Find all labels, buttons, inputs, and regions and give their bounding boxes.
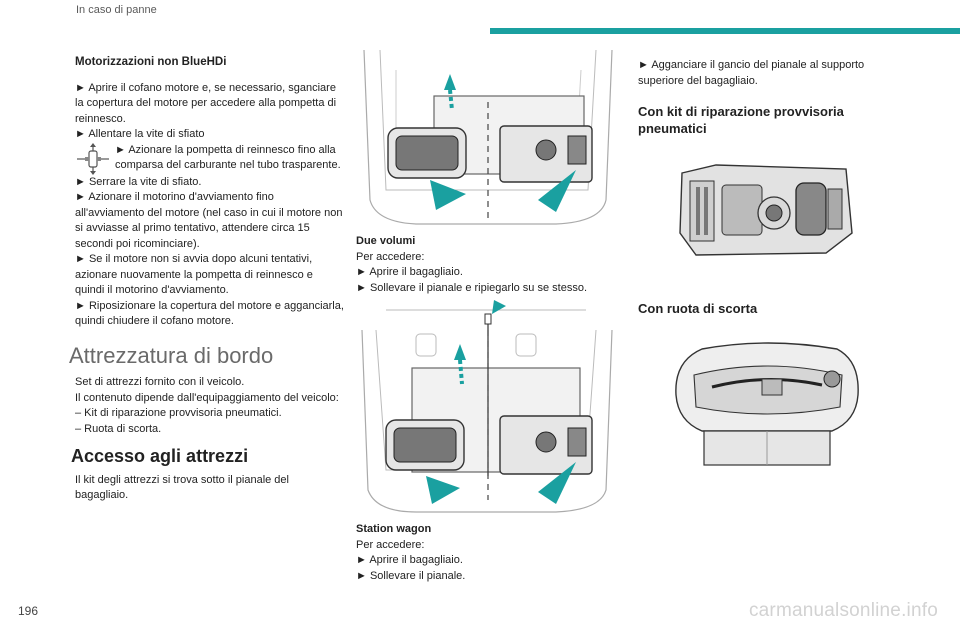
header-accent-bar bbox=[490, 28, 960, 34]
step-loosen-screw: ► Allentare la vite di sfiato bbox=[75, 128, 205, 140]
step-refit-cover: ► Riposizionare la copertura del motore … bbox=[75, 299, 344, 328]
tools-body: Il contenuto dipende dall'equipaggiament… bbox=[75, 391, 339, 404]
heading-spare-wheel: Con ruota di scorta bbox=[638, 301, 758, 316]
hatchback-boot-illustration bbox=[363, 50, 613, 225]
step-tighten-screw: ► Serrare la vite di sfiato. bbox=[75, 175, 202, 188]
heading-non-bluehdi: Motorizzazioni non BlueHDi bbox=[75, 56, 227, 68]
repair-kit-illustration bbox=[679, 164, 853, 256]
column-middle: Due volumi Per accedere: ► Aprire il bag… bbox=[356, 50, 618, 584]
tools-list-item: – Kit di riparazione provvisoria pneumat… bbox=[75, 407, 282, 419]
hatchback-step: ► Sollevare il pianale e ripiegarlo su s… bbox=[356, 281, 588, 294]
tools-intro: Set di attrezzi fornito con il veicolo. bbox=[75, 376, 245, 388]
wagon-step: ► Sollevare il pianale. bbox=[356, 569, 466, 582]
page-number: 196 bbox=[18, 604, 39, 618]
heading-repair-kit: Con kit di riparazione provvisoria pneum… bbox=[638, 104, 844, 136]
hook-floor-step: ► Agganciare il gancio del pianale al su… bbox=[638, 59, 865, 87]
section-title-tools: Attrezzatura di bordo bbox=[69, 342, 274, 368]
step-retry: ► Se il motore non si avvia dopo alcuni … bbox=[75, 253, 313, 296]
running-header: In caso di panne bbox=[76, 4, 157, 16]
step-operate-pump: ► Azionare la pompetta di reinnesco fino… bbox=[115, 143, 341, 172]
hatchback-step: ► Aprire il bagagliaio. bbox=[356, 266, 463, 278]
step-pump-block: ► Azionare la pompetta di reinnesco fino… bbox=[75, 142, 345, 175]
wagon-intro: Per accedere: bbox=[356, 538, 425, 551]
step-open-bonnet: ► Aprire il cofano motore e, se necessar… bbox=[75, 81, 337, 125]
title-hatchback: Due volumi bbox=[356, 235, 416, 247]
subtitle-access-tools: Accesso agli attrezzi bbox=[71, 446, 249, 466]
title-station-wagon: Station wagon bbox=[356, 523, 432, 535]
column-left: Motorizzazioni non BlueHDi ► Aprire il c… bbox=[69, 55, 345, 504]
column-right: ► Agganciare il gancio del pianale al su… bbox=[638, 58, 888, 467]
station-wagon-boot-illustration bbox=[361, 300, 613, 513]
tools-list-item: – Ruota di scorta. bbox=[75, 422, 162, 435]
footer-watermark: carmanualsonline.info bbox=[748, 600, 938, 621]
spare-wheel-illustration bbox=[675, 341, 859, 466]
priming-pump-icon bbox=[77, 142, 109, 175]
access-tools-body: Il kit degli attrezzi si trova sotto il … bbox=[75, 473, 289, 502]
wagon-step: ► Aprire il bagagliaio. bbox=[356, 554, 463, 566]
step-start-engine: ► Azionare il motorino d'avviamento fino… bbox=[75, 191, 343, 250]
hatchback-intro: Per accedere: bbox=[356, 250, 425, 263]
